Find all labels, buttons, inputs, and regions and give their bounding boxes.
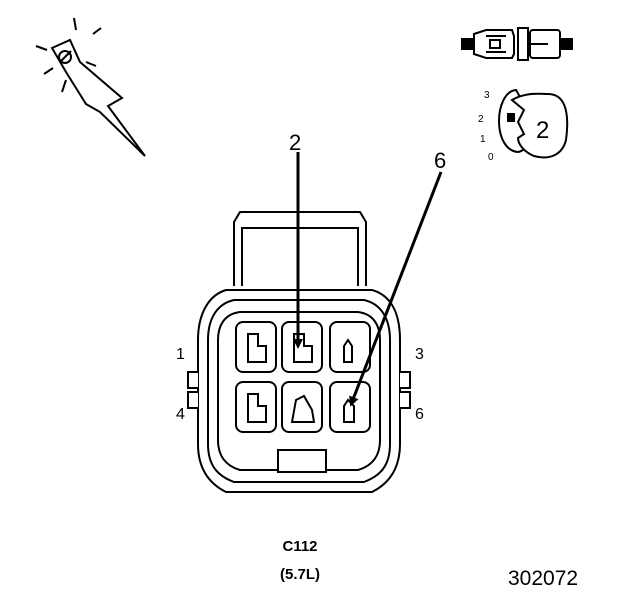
cavity-2 bbox=[281, 321, 323, 373]
dial-scale-3: 3 bbox=[484, 90, 490, 101]
cavity-6 bbox=[329, 381, 371, 433]
cavity-1 bbox=[235, 321, 277, 373]
engine-label: (5.7L) bbox=[279, 566, 320, 583]
probe-icon bbox=[35, 17, 146, 157]
pin-number-6: 6 bbox=[415, 406, 424, 423]
dial-scale-1: 1 bbox=[480, 134, 486, 145]
adapter-dial-icon bbox=[498, 88, 569, 159]
figure-number: 302072 bbox=[508, 567, 579, 590]
arrow-to-cavity-6 bbox=[349, 171, 443, 407]
pin-number-3: 3 bbox=[415, 346, 424, 363]
callout-2-label: 2 bbox=[289, 130, 301, 155]
terminal-pin-icon bbox=[461, 27, 573, 61]
dial-selected-value: 2 bbox=[536, 117, 549, 144]
dial-scale-0: 0 bbox=[488, 152, 494, 163]
dial-scale-2: 2 bbox=[478, 114, 484, 125]
cavity-5 bbox=[281, 381, 323, 433]
connector-id-label: C112 bbox=[282, 538, 318, 555]
cavity-3 bbox=[329, 321, 371, 373]
pin-number-1: 1 bbox=[176, 346, 185, 363]
cavity-4 bbox=[235, 381, 277, 433]
callout-6-label: 6 bbox=[434, 148, 446, 173]
pin-number-4: 4 bbox=[176, 406, 185, 423]
